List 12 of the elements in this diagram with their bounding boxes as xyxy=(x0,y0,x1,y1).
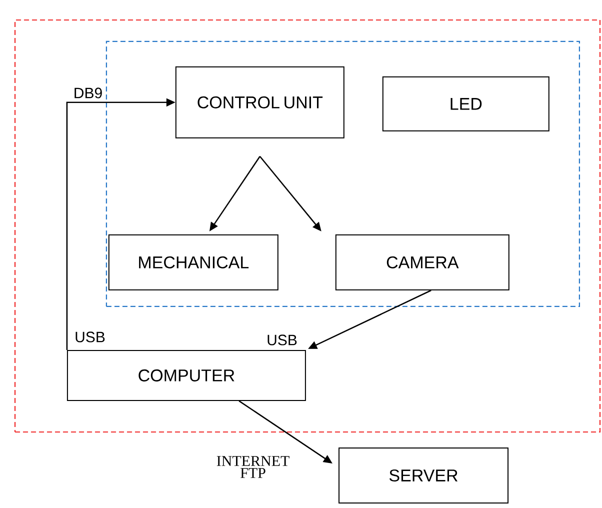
process-box: CAMERA xyxy=(335,234,510,290)
port-label: USB xyxy=(76,332,105,342)
edge-label: INTERNET FTP xyxy=(216,456,290,478)
process-box: LED xyxy=(382,76,550,132)
dashed-boundary xyxy=(106,40,580,307)
process-box: CONTROL UNIT xyxy=(175,66,344,138)
process-box: MECHANICAL xyxy=(108,234,278,290)
process-box: COMPUTER xyxy=(66,350,306,401)
process-box: SERVER xyxy=(338,448,508,504)
port-label: USB xyxy=(268,334,297,346)
dashed-boundary xyxy=(14,19,601,433)
port-label: DB9 xyxy=(74,88,102,98)
